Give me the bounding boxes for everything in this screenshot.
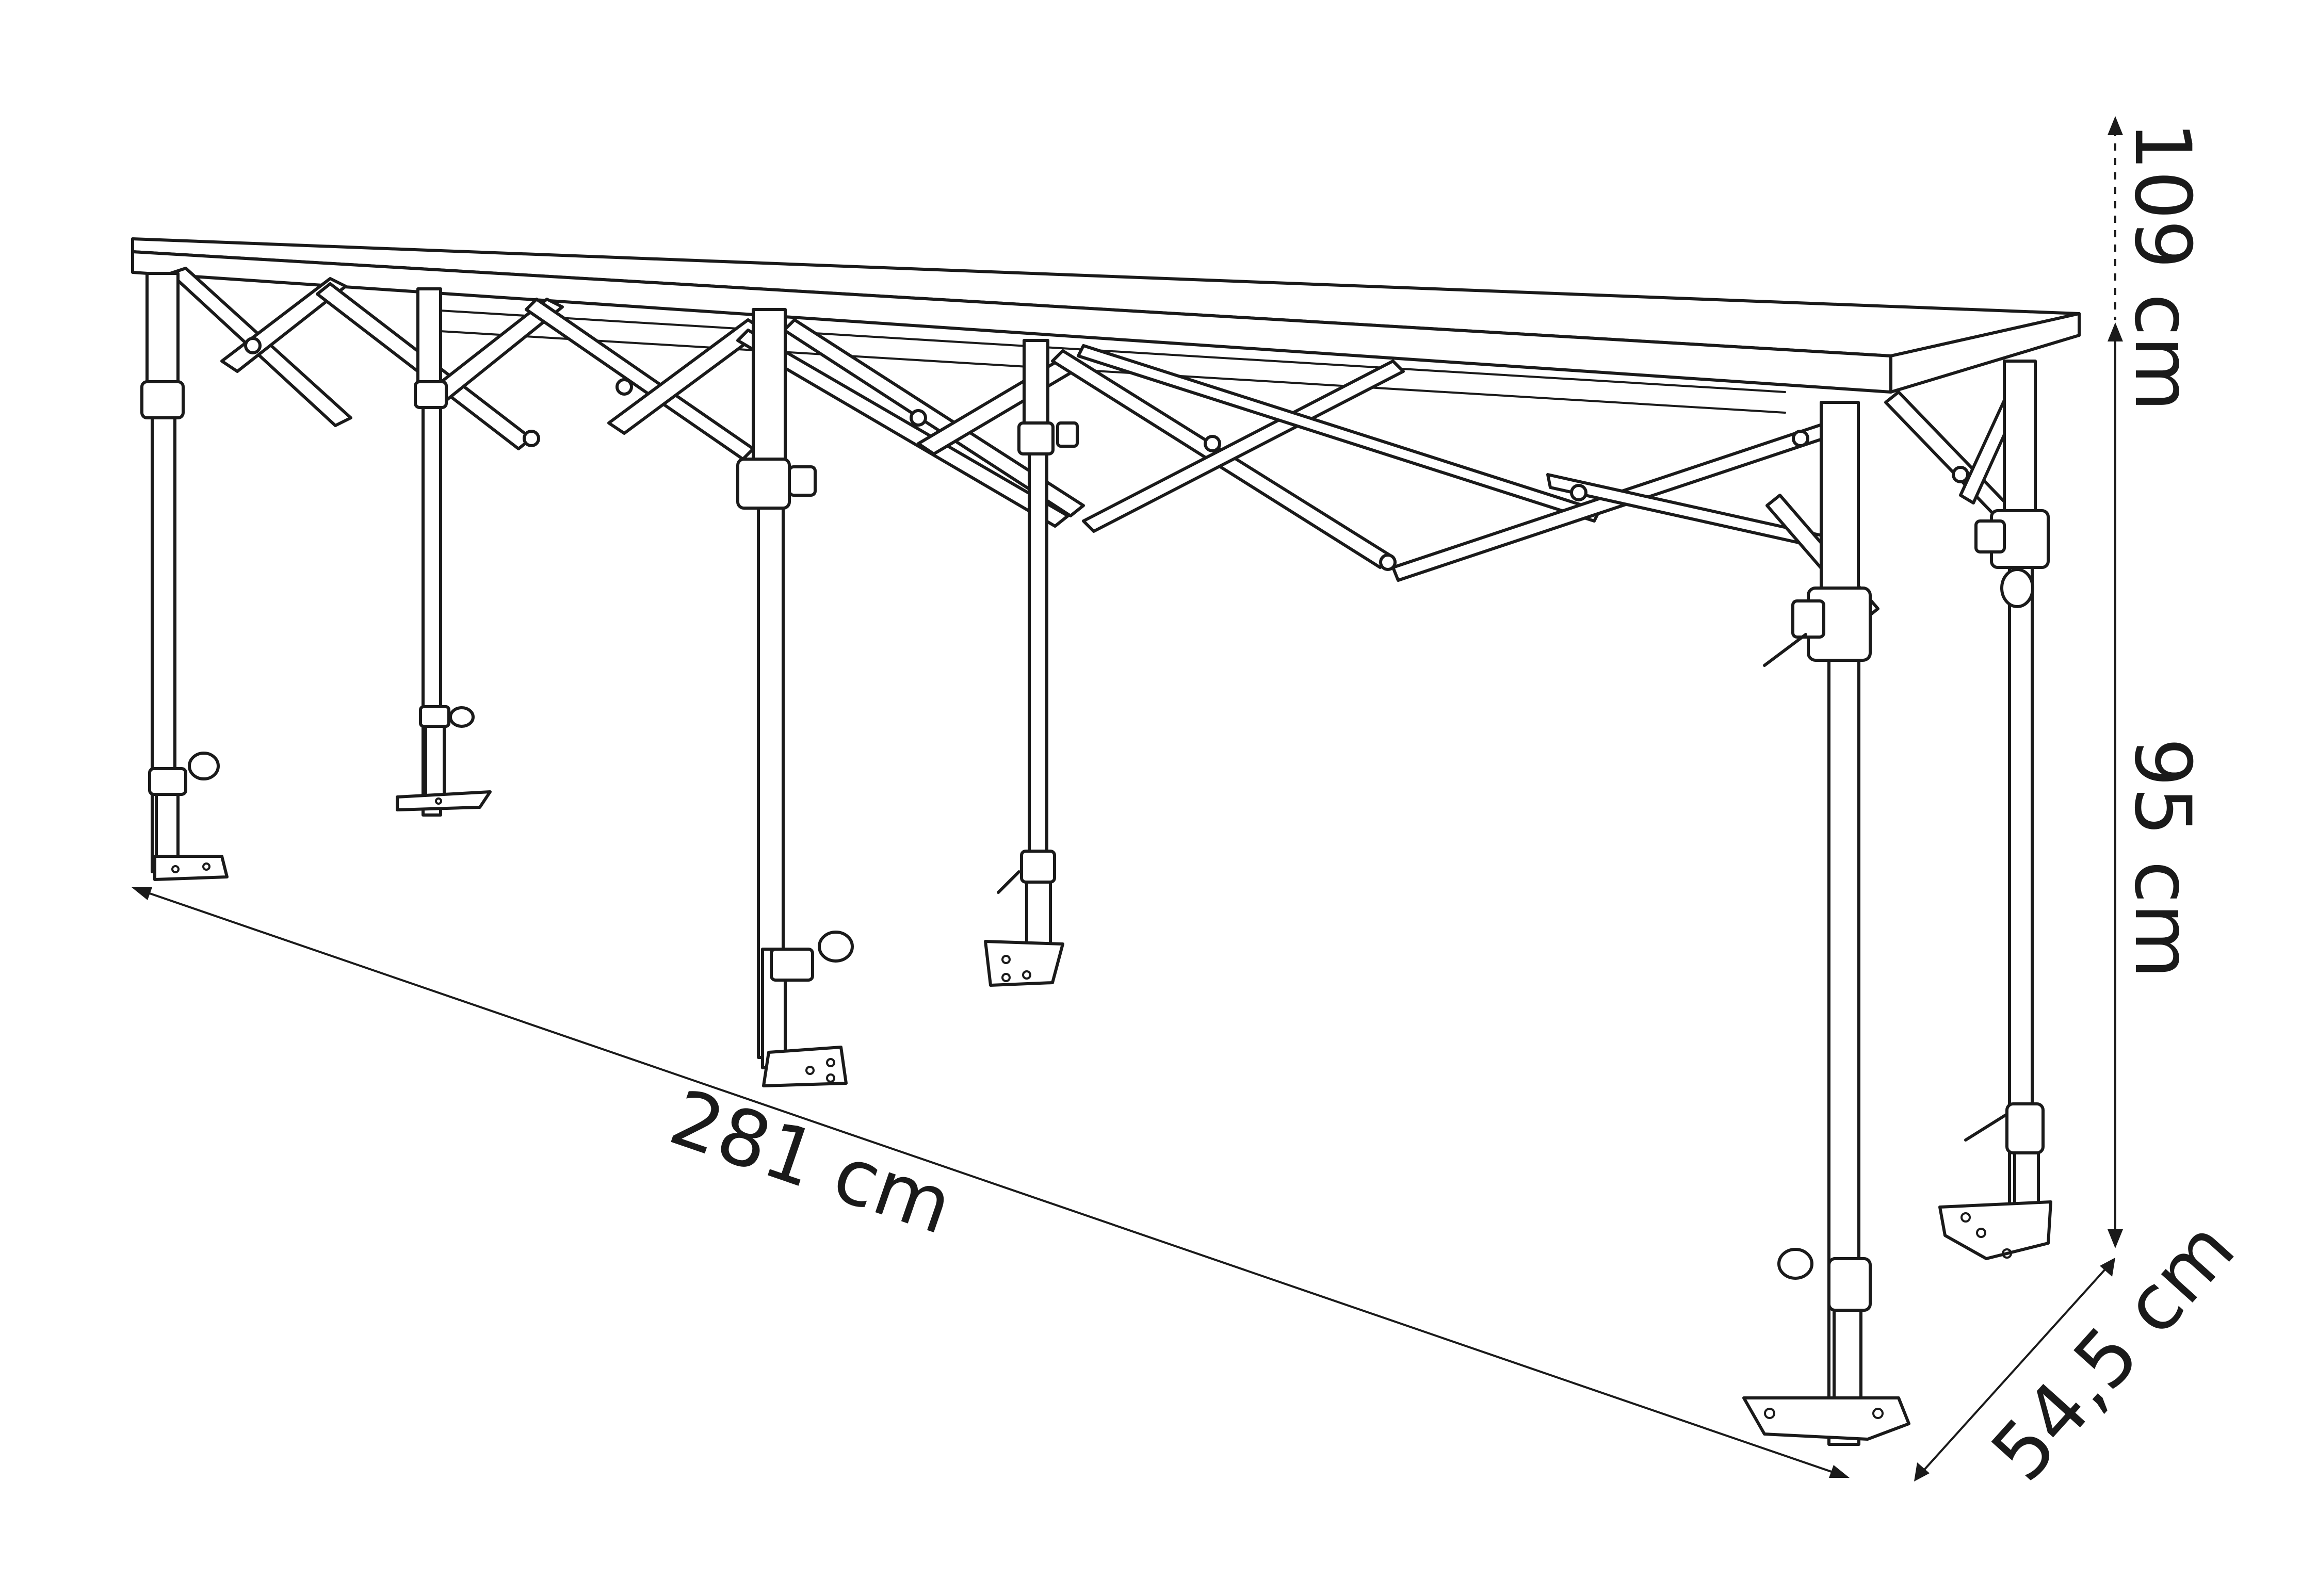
leg-front-middle bbox=[736, 308, 854, 1087]
leg-front-right bbox=[1742, 401, 1910, 1446]
dimension-total-height bbox=[2108, 116, 2123, 320]
dimension-depth bbox=[1914, 1258, 2115, 1481]
leg-back-left bbox=[396, 287, 492, 817]
label-total-height: 109 cm bbox=[2117, 121, 2207, 412]
leg-back-middle bbox=[984, 339, 1079, 987]
label-table-height: 95 cm bbox=[2117, 738, 2207, 979]
label-length: 281 cm bbox=[659, 1073, 963, 1252]
table-top bbox=[131, 237, 2081, 394]
leg-back-right bbox=[1938, 360, 2052, 1260]
dimension-length bbox=[132, 887, 1850, 1478]
dimension-table-height bbox=[2108, 322, 2123, 1248]
leg-front-left bbox=[140, 272, 229, 881]
